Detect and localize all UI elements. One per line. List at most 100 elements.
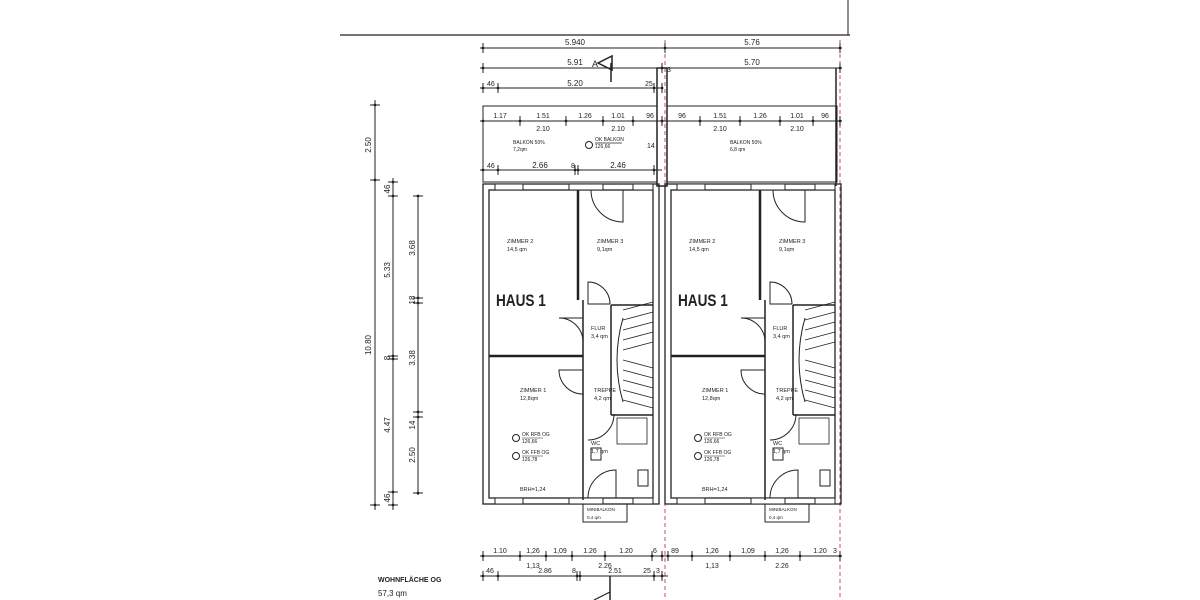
dimension-dot — [576, 168, 580, 172]
level-value: 126,66 — [522, 439, 538, 445]
window — [814, 497, 836, 505]
room-name: FLUR — [773, 326, 787, 332]
dimension-label: 10.80 — [364, 334, 373, 355]
door-swing-icon — [587, 413, 615, 441]
dimension-dot — [578, 574, 582, 578]
dimension-label: 2.26 — [775, 563, 789, 570]
dimension-dot — [738, 119, 742, 123]
room-area: 14,5 qm — [507, 247, 527, 253]
minibalcony-outline — [582, 503, 628, 523]
dimension-dot — [391, 490, 395, 494]
minibalcony-label: MINIBALKON — [587, 507, 615, 512]
dimension-label: 1,09 — [741, 548, 755, 555]
dimension-label: 1,13 — [705, 563, 719, 570]
dimension-label: 2.46 — [610, 161, 626, 170]
dimension-label: 96 — [646, 113, 654, 120]
room-name: WC — [773, 441, 782, 447]
dimension-label: 1,13 — [526, 563, 540, 570]
minibalcony-label: MINIBALKON — [769, 507, 797, 512]
door-swing-icon — [769, 413, 797, 441]
dimension-dot — [838, 554, 842, 558]
room-name: TREPPE — [776, 388, 798, 394]
dimension-dot — [416, 415, 420, 419]
dimension-label: 1.20 — [813, 548, 827, 555]
dimension-dot — [652, 86, 656, 90]
stair-step — [622, 331, 654, 341]
dimension-label: 89 — [671, 548, 679, 555]
dimension-dot — [416, 491, 420, 495]
level-marker-icon — [512, 452, 520, 460]
dimension-label: 1.26 — [578, 113, 592, 120]
door-swing-icon — [740, 369, 766, 395]
stair-step — [622, 399, 654, 409]
door-swing-icon — [587, 281, 611, 305]
window — [632, 497, 654, 505]
dimension-dot — [481, 574, 485, 578]
dimension-dot — [481, 119, 485, 123]
dimension-label: 2.10 — [713, 126, 727, 133]
level-marker-icon — [694, 434, 702, 442]
dimension-dot — [564, 119, 568, 123]
stair-step — [622, 301, 654, 311]
dimension-dot — [698, 119, 702, 123]
room-name: ZIMMER 1 — [520, 388, 546, 394]
window — [494, 497, 524, 505]
stair-step — [622, 389, 654, 399]
stair-step — [622, 379, 654, 389]
dimension-dot — [690, 554, 694, 558]
dimension-dot — [416, 194, 420, 198]
door-swing-icon — [558, 369, 584, 395]
dimension-label: 8 — [383, 355, 392, 360]
sink-icon — [590, 447, 602, 461]
dimension-dot — [570, 554, 574, 558]
window — [676, 497, 706, 505]
dimension-label: 1.51 — [536, 113, 550, 120]
dimension-dot — [652, 574, 656, 578]
toilet-icon — [637, 469, 649, 487]
room-name: ZIMMER 3 — [779, 239, 805, 245]
level-label: OK FFB OG — [522, 450, 549, 456]
stair-handrail — [798, 317, 806, 403]
minibalcony-area: 0,4 qm — [769, 515, 783, 520]
dimension-dot — [575, 574, 579, 578]
window — [750, 497, 786, 505]
dimension-dot — [496, 574, 500, 578]
stair-step — [804, 359, 836, 369]
dimension-label: 96 — [821, 113, 829, 120]
minibalcony-area: 0,4 qm — [587, 515, 601, 520]
room-area: 4,2 qm — [594, 396, 611, 402]
parapet-height-label: BRH=1,24 — [520, 487, 546, 493]
stair-step — [804, 399, 836, 409]
stair-step — [622, 311, 654, 321]
level-value: 126,78 — [522, 457, 538, 463]
stair-step — [622, 369, 654, 379]
dimension-dot — [416, 301, 420, 305]
door-swing-icon — [769, 281, 793, 305]
dimension-label: 2.50 — [364, 137, 373, 153]
dimension-label: 5.70 — [744, 58, 760, 67]
dimension-label: 2.86 — [538, 568, 552, 575]
level-label: OK FFB OG — [704, 450, 731, 456]
dimension-label: 5.76 — [744, 38, 760, 47]
dimension-dot — [660, 86, 664, 90]
dimension-label: 6 — [653, 548, 657, 555]
dimension-label: 46 — [487, 163, 495, 170]
stair-step — [804, 369, 836, 379]
level-marker-icon — [585, 141, 593, 149]
room-area: 9,1qm — [779, 247, 795, 253]
dimension-dot — [481, 46, 485, 50]
dimension-label: 1.20 — [619, 548, 633, 555]
balcony-label: BALKON 50% — [730, 140, 762, 146]
dimension-dot — [778, 119, 782, 123]
dimension-label: 3 — [667, 67, 671, 74]
window — [568, 497, 604, 505]
dimension-label: 46 — [487, 81, 495, 88]
dimension-dot — [481, 66, 485, 70]
room-area: 1,7 qm — [773, 449, 790, 455]
dimension-dot — [603, 554, 607, 558]
dimension-label: 2.51 — [608, 568, 622, 575]
dimension-label: 1.01 — [790, 113, 804, 120]
dimension-label: 1.26 — [753, 113, 767, 120]
dimension-dot — [391, 357, 395, 361]
dimension-label: 2.26 — [598, 563, 612, 570]
